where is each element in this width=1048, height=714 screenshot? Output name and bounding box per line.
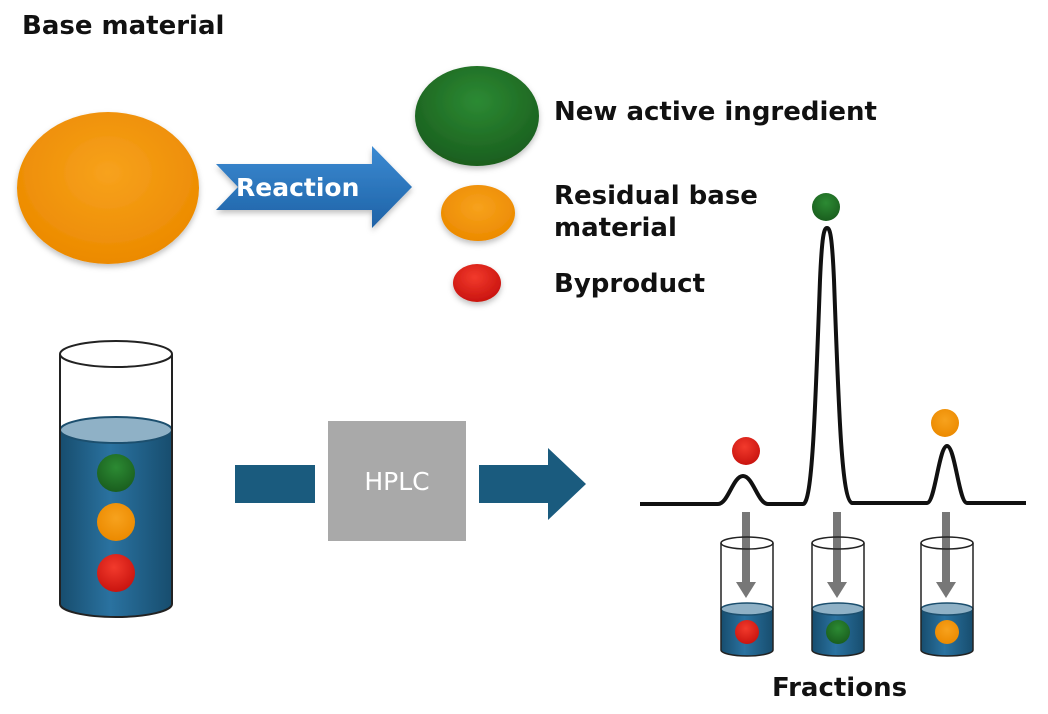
- drip-arrow-3: [936, 512, 956, 598]
- new-active-ingredient-ball: [415, 66, 539, 166]
- beaker-orange-ball: [97, 503, 135, 541]
- sample-beaker: [59, 340, 173, 618]
- base-material-blob: [17, 112, 199, 264]
- hplc-label: HPLC: [364, 466, 430, 496]
- fraction-tube-2: [811, 536, 865, 657]
- reaction-label: Reaction: [236, 173, 360, 202]
- residual-base-material-ball: [441, 185, 515, 241]
- residual-label-line1: Residual base: [554, 181, 758, 211]
- base-material-label: Base material: [22, 11, 225, 41]
- new-active-ingredient-label: New active ingredient: [554, 97, 877, 127]
- beaker-green-ball: [97, 454, 135, 492]
- byproduct-ball: [453, 264, 501, 302]
- reaction-arrow: [216, 146, 412, 228]
- residual-base-material-label: Residual base material: [554, 180, 758, 244]
- fractions-label: Fractions: [772, 673, 908, 703]
- inlet-pipe: [235, 465, 315, 503]
- residual-label-line2: material: [554, 213, 677, 243]
- peak-orange-ball: [931, 409, 959, 437]
- byproduct-label: Byproduct: [554, 269, 706, 299]
- fraction-tube-1: [720, 536, 774, 657]
- outlet-arrow: [479, 448, 586, 520]
- peak-red-ball: [732, 437, 760, 465]
- fraction-tube-3: [920, 536, 974, 657]
- hplc-box: HPLC: [328, 421, 466, 541]
- drip-arrow-1: [736, 512, 756, 598]
- drip-arrow-2: [827, 512, 847, 598]
- peak-green-ball: [812, 193, 840, 221]
- chromatogram-line: [640, 226, 1026, 506]
- beaker-red-ball: [97, 554, 135, 592]
